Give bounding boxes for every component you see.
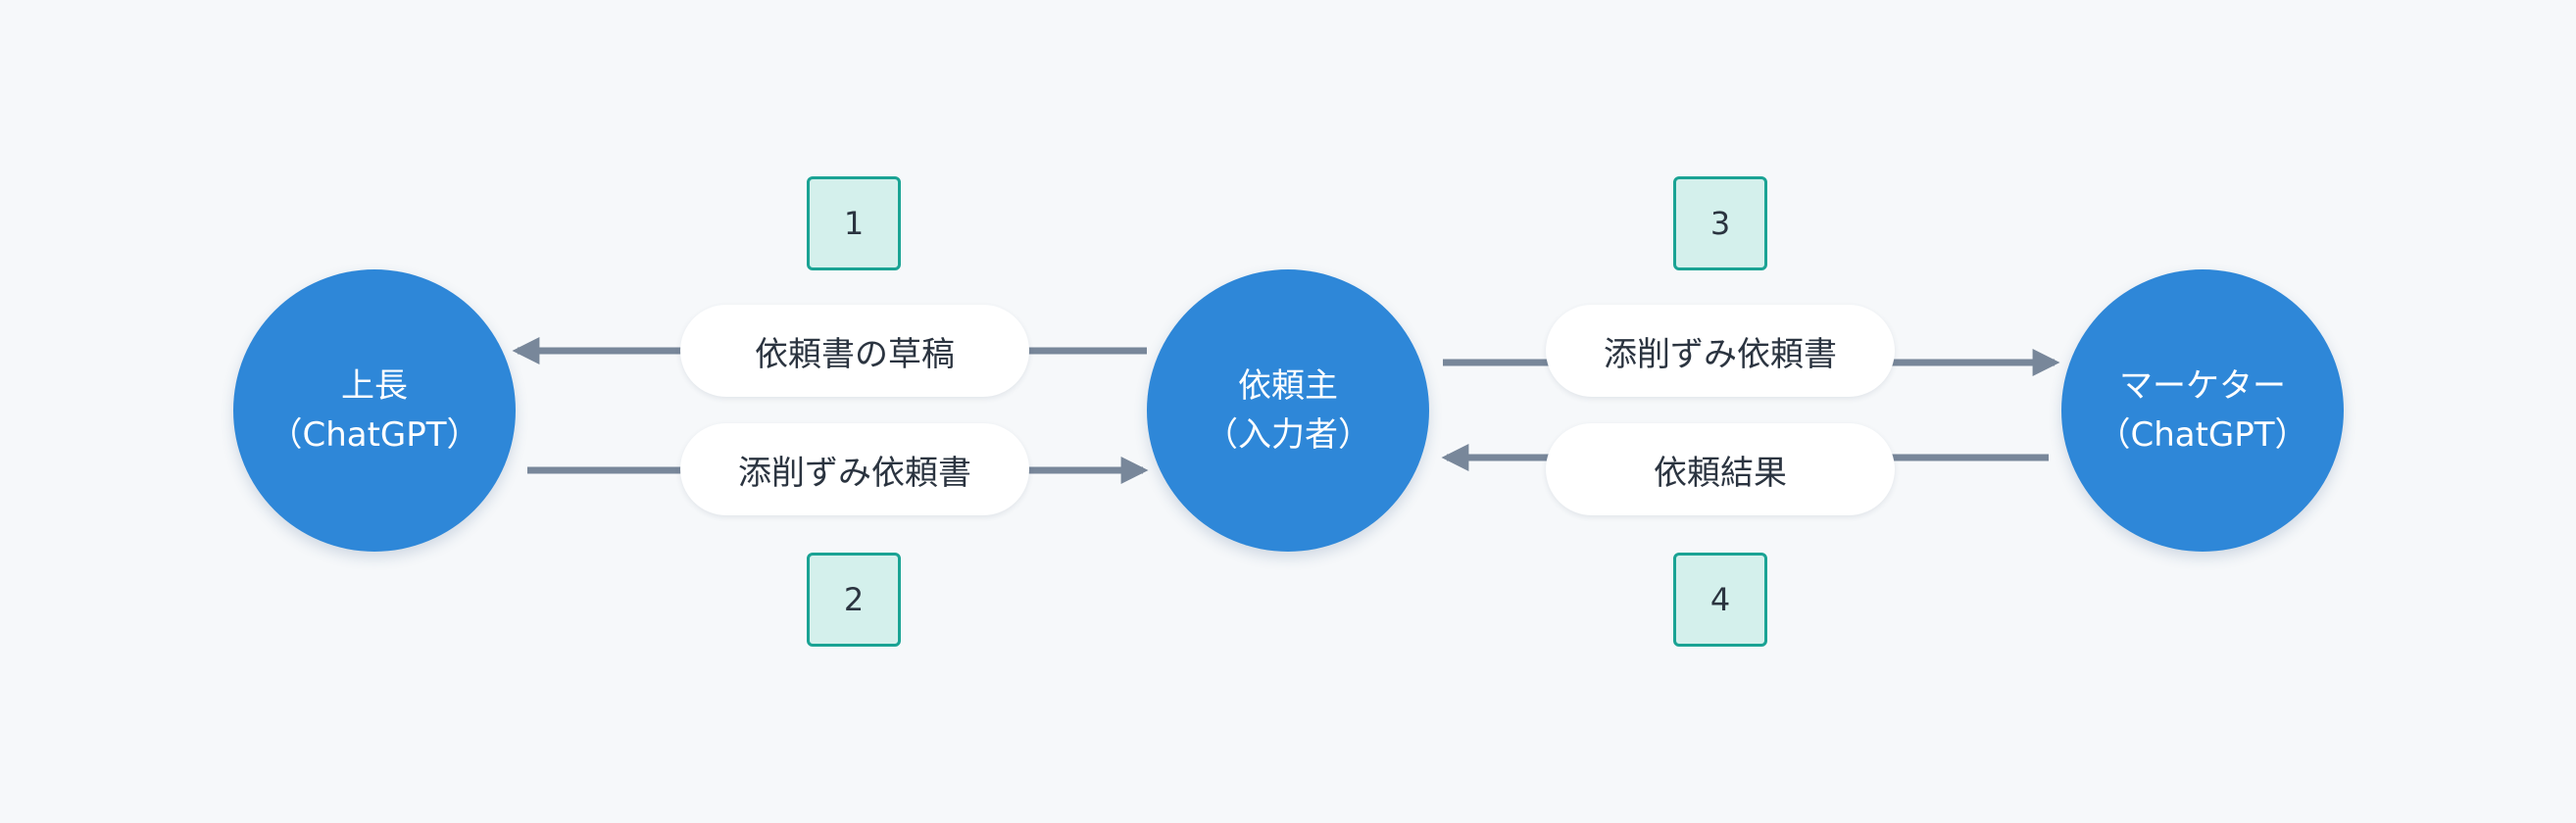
- label-corrected-to-requester: 添削ずみ依頼書: [680, 423, 1029, 515]
- step-badge-1: 1: [807, 176, 901, 270]
- node-boss: 上長 （ChatGPT）: [233, 269, 516, 552]
- node-marketer: マーケター （ChatGPT）: [2061, 269, 2344, 552]
- step-badge-4: 4: [1673, 553, 1767, 647]
- label-result: 依頼結果: [1546, 423, 1895, 515]
- node-boss-subtitle: （ChatGPT）: [269, 415, 480, 455]
- node-boss-title: 上長: [341, 366, 408, 406]
- node-requester-subtitle: （入力者）: [1205, 415, 1371, 455]
- label-corrected-to-marketer: 添削ずみ依頼書: [1546, 305, 1895, 397]
- node-requester-title: 依頼主: [1238, 366, 1338, 406]
- step-badge-2: 2: [807, 553, 901, 647]
- step-badge-3: 3: [1673, 176, 1767, 270]
- node-marketer-title: マーケター: [2119, 366, 2286, 406]
- label-draft: 依頼書の草稿: [680, 305, 1029, 397]
- node-requester: 依頼主 （入力者）: [1147, 269, 1429, 552]
- node-marketer-subtitle: （ChatGPT）: [2097, 415, 2308, 455]
